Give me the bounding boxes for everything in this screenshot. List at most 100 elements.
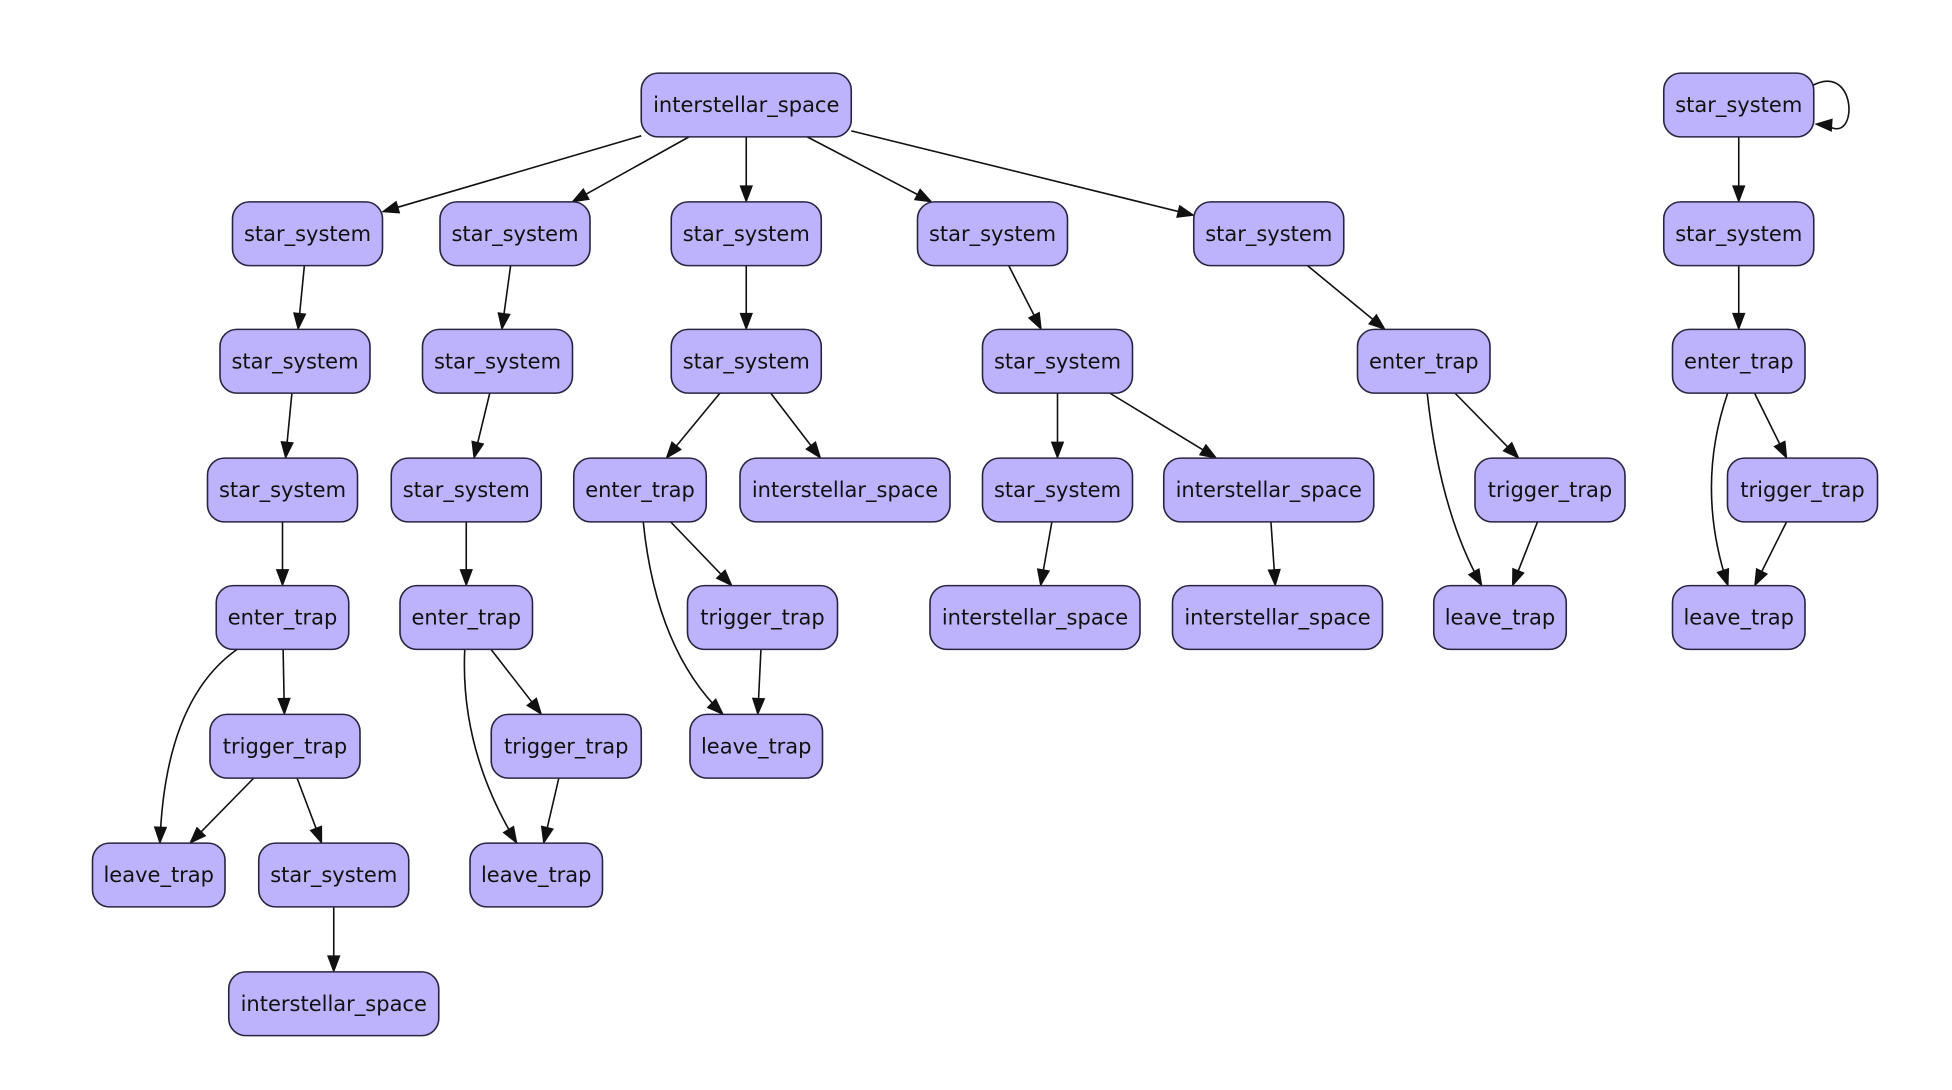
node-star-system[interactable]: star_system — [257, 842, 410, 908]
node-box — [490, 713, 643, 779]
node-box — [572, 457, 708, 523]
node-star-system[interactable]: star_system — [421, 328, 574, 394]
node-label: interstellar_space — [752, 478, 938, 503]
arrowhead — [189, 826, 207, 845]
node-box — [1726, 457, 1879, 523]
node-star-system[interactable]: star_system — [670, 328, 823, 394]
edge-n20-n22 — [670, 521, 733, 587]
node-box — [439, 201, 591, 267]
arrowhead — [1732, 312, 1746, 331]
arrowhead — [751, 697, 766, 716]
arrowhead — [526, 697, 543, 716]
edge-n22-n23 — [751, 649, 766, 716]
node-label: star_system — [683, 349, 810, 374]
node-box — [215, 584, 350, 651]
node-star-system[interactable]: star_system — [1662, 72, 1815, 138]
node-box — [929, 584, 1141, 651]
edge-n8-n9 — [275, 521, 290, 588]
node-star-system[interactable]: star_system — [439, 201, 591, 267]
arrowhead — [293, 312, 307, 331]
edge-n7-n8 — [280, 393, 294, 460]
edge-n20-n23 — [642, 521, 725, 716]
node-box — [1662, 201, 1815, 267]
edge-n9-n10 — [277, 649, 291, 716]
arrowhead — [1198, 443, 1218, 459]
node-trigger-trap[interactable]: trigger_trap — [686, 584, 839, 651]
node-star-system[interactable]: star_system — [670, 201, 823, 267]
node-leave-trap[interactable]: leave_trap — [689, 713, 824, 779]
edge-n3-n14 — [497, 265, 512, 331]
arrowhead — [1732, 185, 1746, 204]
node-label: interstellar_space — [1176, 478, 1362, 503]
node-box — [640, 72, 853, 138]
node-star-system[interactable]: star_system — [1662, 201, 1815, 267]
node-label: star_system — [231, 349, 358, 374]
node-star-system[interactable]: star_system — [981, 457, 1134, 523]
node-box — [1671, 328, 1806, 394]
node-box — [739, 457, 951, 523]
node-box — [421, 328, 574, 394]
node-label: star_system — [994, 349, 1121, 374]
node-interstellar-space[interactable]: interstellar_space — [227, 971, 440, 1037]
arrowhead — [1467, 567, 1483, 587]
edge-n19-n20 — [665, 392, 721, 460]
edge-n33-n34 — [1732, 265, 1746, 331]
arrowhead — [275, 569, 290, 588]
edge-n1-n3 — [571, 136, 690, 203]
node-label: trigger_trap — [700, 606, 824, 631]
node-interstellar-space[interactable]: interstellar_space — [1171, 584, 1384, 651]
node-leave-trap[interactable]: leave_trap — [1671, 584, 1806, 651]
node-star-system[interactable]: star_system — [390, 457, 543, 523]
arrowhead — [1502, 441, 1520, 460]
node-leave-trap[interactable]: leave_trap — [469, 842, 604, 908]
node-interstellar-space[interactable]: interstellar_space — [929, 584, 1141, 651]
node-star-system[interactable]: star_system — [981, 328, 1134, 394]
node-star-system[interactable]: star_system — [1192, 201, 1345, 267]
arrowhead — [497, 312, 511, 331]
arrowhead — [1754, 567, 1769, 587]
node-box — [390, 457, 543, 523]
node-box — [206, 457, 359, 523]
node-interstellar-space[interactable]: interstellar_space — [739, 457, 951, 523]
node-label: interstellar_space — [653, 93, 839, 118]
edge-n1-n5 — [806, 136, 933, 203]
node-star-system[interactable]: star_system — [916, 201, 1069, 267]
node-label: star_system — [270, 863, 397, 888]
node-star-system[interactable]: star_system — [206, 457, 359, 523]
arrowhead — [381, 200, 401, 214]
node-star-system[interactable]: star_system — [219, 328, 371, 394]
node-interstellar-space[interactable]: interstellar_space — [640, 72, 853, 138]
node-enter-trap[interactable]: enter_trap — [1356, 328, 1491, 394]
node-box — [231, 201, 384, 267]
node-trigger-trap[interactable]: trigger_trap — [1474, 457, 1626, 523]
node-enter-trap[interactable]: enter_trap — [572, 457, 708, 523]
node-trigger-trap[interactable]: trigger_trap — [1726, 457, 1879, 523]
edge-n24-n25 — [1050, 393, 1065, 460]
node-label: leave_trap — [1445, 606, 1556, 631]
edge-n25-n27 — [1036, 521, 1053, 588]
arrowhead — [715, 569, 733, 587]
node-label: leave_trap — [1683, 606, 1794, 631]
node-leave-trap[interactable]: leave_trap — [91, 842, 226, 908]
node-label: trigger_trap — [1488, 478, 1612, 503]
node-star-system[interactable]: star_system — [231, 201, 384, 267]
node-enter-trap[interactable]: enter_trap — [1671, 328, 1806, 394]
arrowhead — [153, 826, 168, 845]
node-label: enter_trap — [411, 606, 521, 631]
node-leave-trap[interactable]: leave_trap — [1432, 584, 1568, 651]
node-label: enter_trap — [585, 478, 695, 503]
arrowhead — [1267, 568, 1281, 588]
node-label: star_system — [1205, 222, 1332, 247]
node-label: star_system — [451, 222, 578, 247]
node-trigger-trap[interactable]: trigger_trap — [490, 713, 643, 779]
node-box — [227, 971, 440, 1037]
node-label: leave_trap — [481, 863, 592, 888]
edge-n9-n11 — [153, 648, 238, 845]
node-label: star_system — [1675, 222, 1802, 247]
node-trigger-trap[interactable]: trigger_trap — [209, 713, 361, 779]
node-label: star_system — [929, 222, 1056, 247]
node-enter-trap[interactable]: enter_trap — [215, 584, 350, 651]
node-interstellar-space[interactable]: interstellar_space — [1162, 457, 1375, 523]
node-enter-trap[interactable]: enter_trap — [399, 584, 534, 651]
